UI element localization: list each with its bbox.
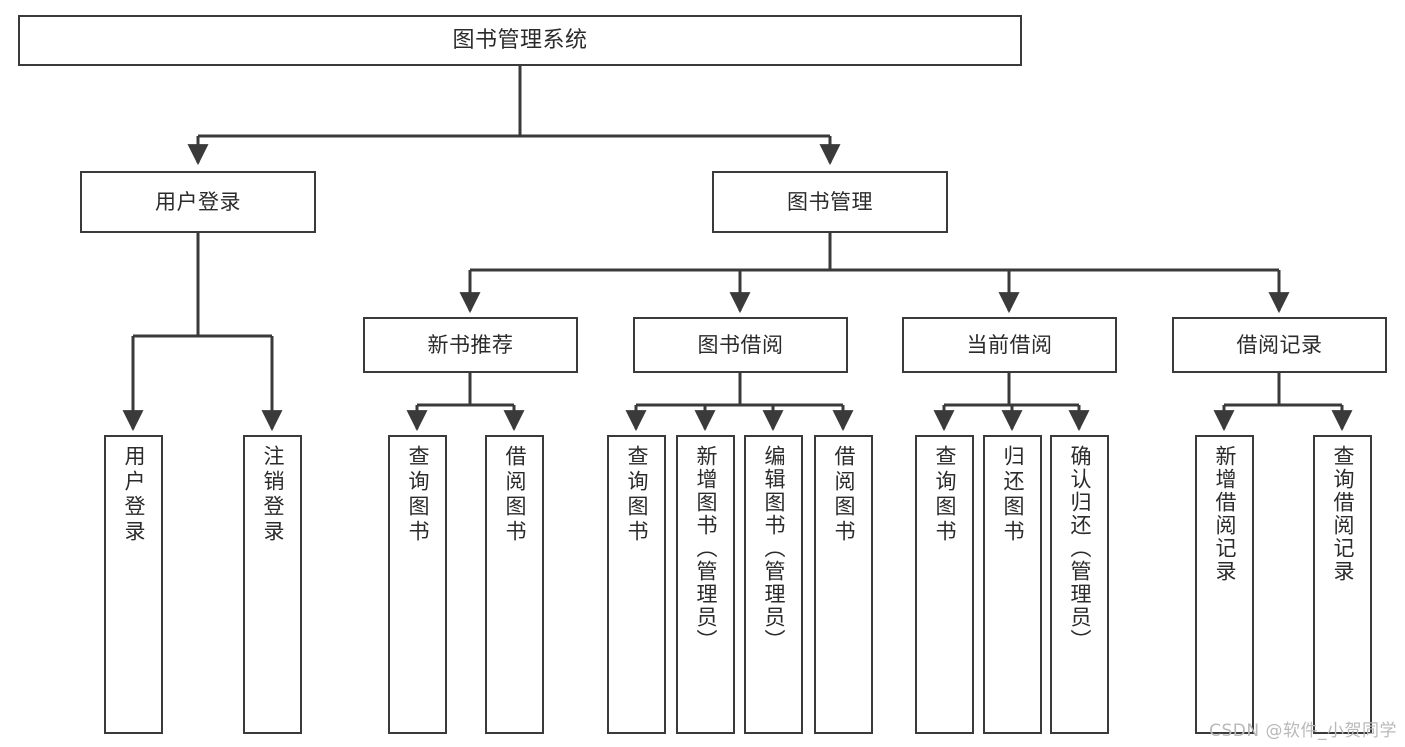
node-label: 用户登录 xyxy=(155,189,241,214)
leaf-add-book-admin[interactable]: 新增图书（管理员） xyxy=(676,435,735,734)
leaf-logout[interactable]: 注销登录 xyxy=(243,435,302,734)
node-label: 图书管理系统 xyxy=(452,27,588,53)
node-current-borrow[interactable]: 当前借阅 xyxy=(902,317,1117,373)
node-label: 查询图书 xyxy=(933,445,957,545)
node-book-management[interactable]: 图书管理 xyxy=(712,171,948,233)
leaf-query-book-current[interactable]: 查询图书 xyxy=(915,435,974,734)
leaf-query-borrow-record[interactable]: 查询借阅记录 xyxy=(1313,435,1372,734)
node-book-borrow[interactable]: 图书借阅 xyxy=(633,317,848,373)
node-label: 新增借阅记录 xyxy=(1213,445,1237,583)
node-label: 新书推荐 xyxy=(427,332,514,357)
node-label: 查询图书 xyxy=(406,445,430,545)
leaf-return-book[interactable]: 归还图书 xyxy=(983,435,1042,734)
node-label: 借阅记录 xyxy=(1236,332,1323,357)
leaf-borrow-book-new[interactable]: 借阅图书 xyxy=(485,435,544,734)
node-label: 借阅图书 xyxy=(503,445,527,545)
node-root-system[interactable]: 图书管理系统 xyxy=(18,15,1022,66)
node-label: 新增图书（管理员） xyxy=(694,445,718,652)
node-label: 用户登录 xyxy=(122,445,146,545)
leaf-user-login[interactable]: 用户登录 xyxy=(104,435,163,734)
node-label: 编辑图书（管理员） xyxy=(762,445,786,652)
node-label: 查询借阅记录 xyxy=(1331,445,1355,583)
csdn-watermark: CSDN @软件_小贺同学 xyxy=(1209,721,1397,741)
leaf-add-borrow-record[interactable]: 新增借阅记录 xyxy=(1195,435,1254,734)
node-label: 注销登录 xyxy=(261,445,285,545)
node-label: 查询图书 xyxy=(625,445,649,545)
leaf-borrow-book[interactable]: 借阅图书 xyxy=(814,435,873,734)
node-label: 确认归还（管理员） xyxy=(1068,445,1092,652)
leaf-query-book-new[interactable]: 查询图书 xyxy=(388,435,447,734)
leaf-confirm-return-admin[interactable]: 确认归还（管理员） xyxy=(1050,435,1109,734)
node-label: 借阅图书 xyxy=(832,445,856,545)
node-user-login[interactable]: 用户登录 xyxy=(80,171,316,233)
node-new-book-recommend[interactable]: 新书推荐 xyxy=(363,317,578,373)
node-label: 归还图书 xyxy=(1001,445,1025,545)
node-borrow-records[interactable]: 借阅记录 xyxy=(1172,317,1387,373)
leaf-query-book-borrow[interactable]: 查询图书 xyxy=(607,435,666,734)
node-label: 图书借阅 xyxy=(697,332,784,357)
node-label: 图书管理 xyxy=(787,189,873,214)
leaf-edit-book-admin[interactable]: 编辑图书（管理员） xyxy=(744,435,803,734)
node-label: 当前借阅 xyxy=(966,332,1053,357)
